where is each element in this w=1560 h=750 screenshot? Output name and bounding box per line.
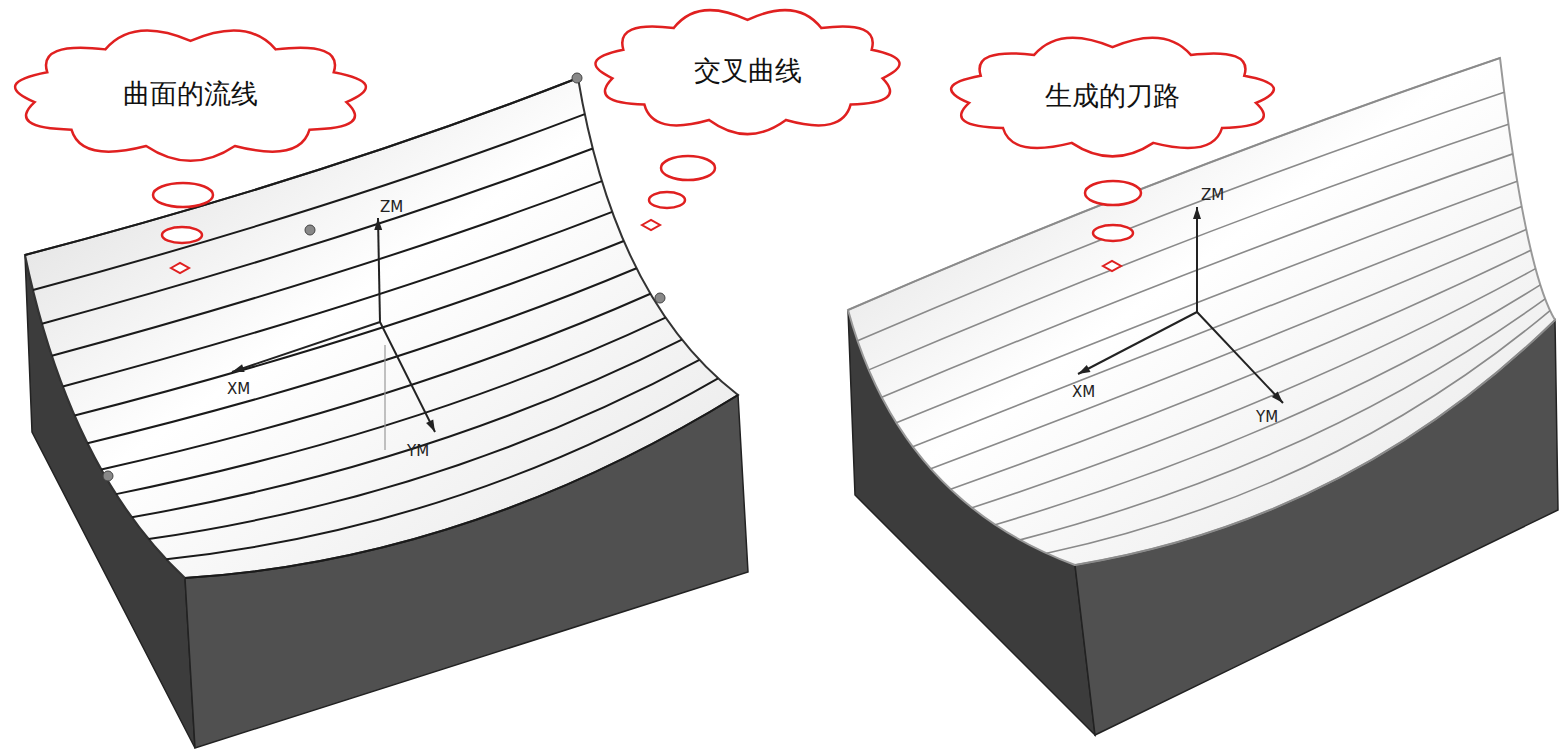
flow-line xyxy=(1047,311,1550,554)
bubble-trail xyxy=(153,183,213,207)
axis-label: XM xyxy=(1072,385,1095,400)
thought-cloud: 生成的刀路 xyxy=(940,30,1285,162)
axis-arrowhead xyxy=(426,419,435,432)
flow-line xyxy=(116,318,665,495)
flow-line xyxy=(951,250,1531,489)
flow-line xyxy=(52,181,602,356)
axis-label: ZM xyxy=(1201,188,1224,203)
bubble-trail xyxy=(1103,261,1121,271)
bubble-trail xyxy=(162,227,202,243)
axis-label: YM xyxy=(407,444,429,459)
control-point xyxy=(572,73,582,83)
axis-label: XM xyxy=(227,382,250,397)
axis-arrowhead xyxy=(1272,392,1283,403)
cloud-text: 曲面的流线 xyxy=(123,78,258,110)
flow-line xyxy=(63,212,612,387)
axis-line xyxy=(380,322,435,432)
axis-arrowhead xyxy=(1193,207,1201,219)
axis-line xyxy=(1197,312,1283,403)
axis-line xyxy=(1196,207,1198,312)
bubble-trail xyxy=(642,220,660,230)
axis-label: ZM xyxy=(380,200,403,215)
thought-cloud: 曲面的流线 xyxy=(3,22,378,167)
axis-line xyxy=(378,218,380,322)
flow-line xyxy=(972,269,1536,508)
flow-line xyxy=(1075,320,1555,565)
axis-arrowhead xyxy=(374,218,382,230)
flow-line xyxy=(913,207,1522,447)
flow-line xyxy=(42,148,593,323)
axis-line xyxy=(1078,312,1197,374)
cloud-outline xyxy=(951,38,1274,157)
axis-line xyxy=(232,322,380,372)
flow-line xyxy=(931,230,1527,469)
cloud-outline xyxy=(595,10,899,134)
cloud-text: 交叉曲线 xyxy=(694,55,802,87)
flow-line xyxy=(101,294,650,470)
control-point xyxy=(103,471,113,481)
flow-line xyxy=(149,360,700,539)
bubble-trail xyxy=(649,192,685,208)
flow-line xyxy=(166,378,718,559)
control-point xyxy=(655,293,665,303)
flow-line xyxy=(185,395,738,578)
flow-line xyxy=(848,58,1500,310)
axis-label: YM xyxy=(1256,410,1278,425)
flow-line xyxy=(869,124,1509,370)
axis-line xyxy=(384,345,385,450)
cloud-outline xyxy=(15,31,366,161)
thought-cloud: 交叉曲线 xyxy=(585,2,910,140)
cloud-text: 生成的刀路 xyxy=(1045,80,1180,112)
flow-line xyxy=(88,268,637,443)
axis-arrowhead xyxy=(232,364,245,372)
bubble-trail xyxy=(661,156,715,180)
bubble-trail xyxy=(171,263,189,273)
axis-arrowhead xyxy=(1078,365,1090,374)
bubble-trail xyxy=(1093,225,1133,241)
flow-line xyxy=(132,340,682,518)
flow-line xyxy=(896,181,1517,422)
concave-surface xyxy=(25,78,738,578)
bubble-trail xyxy=(1085,181,1141,205)
flow-line xyxy=(995,285,1540,525)
flow-line xyxy=(75,241,624,416)
control-point xyxy=(305,225,315,235)
flow-line xyxy=(1020,299,1545,540)
